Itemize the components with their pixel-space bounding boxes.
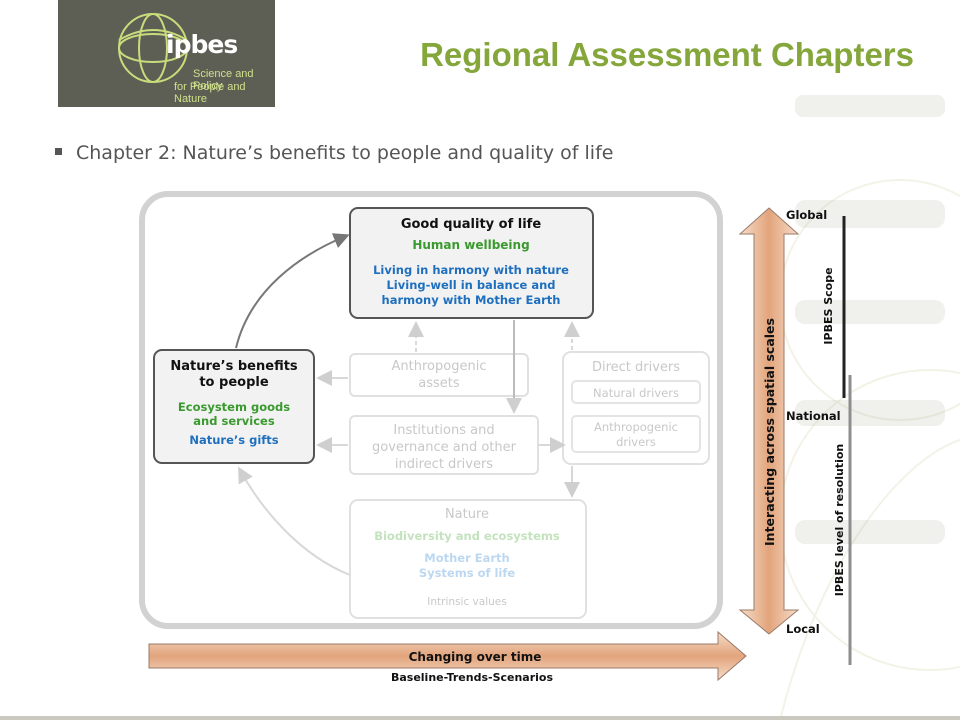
box-title: to people [199, 375, 268, 390]
logo-tagline: Science and Policy [193, 68, 254, 92]
box-line: and services [193, 414, 275, 428]
box-title: Good quality of life [401, 217, 542, 232]
natures-benefits-box: Nature’s benefits to people Ecosystem go… [153, 349, 315, 464]
good-quality-of-life-box: Good quality of life Human wellbeing Liv… [349, 207, 594, 319]
box-line: Human wellbeing [412, 238, 529, 252]
nature-to-benefits-arrow [238, 466, 351, 576]
logo-tagline: for People and Nature [174, 81, 246, 105]
footer-divider [0, 716, 960, 720]
scale-national-label: National [786, 409, 841, 423]
anthropogenic-assets-box: Anthropogenic assets [349, 353, 529, 397]
scale-global-label: Global [786, 208, 827, 222]
box-line: Ecosystem goods [178, 400, 290, 414]
box-title: Direct drivers [592, 360, 680, 375]
direct-drivers-box: Direct drivers Natural drivers Anthropog… [562, 351, 710, 465]
spatial-scales-arrow: Interacting across spatial scales [738, 207, 800, 635]
box-line: Anthropogenic [392, 359, 487, 374]
box-line: Nature’s gifts [189, 433, 278, 447]
box-line: drivers [616, 435, 656, 449]
box-line: indirect drivers [395, 457, 493, 472]
box-line: governance and other [372, 440, 517, 455]
ipbes-logo: ipbes Science and Policy for People and … [58, 0, 275, 107]
logo-word: ipbes [166, 30, 238, 59]
ipbes-scope-label: IPBES Scope [822, 267, 835, 344]
bullet-marker-icon [55, 148, 62, 155]
box-line: Biodiversity and ecosystems [374, 529, 560, 543]
institutions-box: Institutions and governance and other in… [349, 415, 539, 475]
changing-over-time-arrow: Changing over time Baseline-Trends-Scena… [148, 630, 747, 684]
box-line: assets [418, 376, 460, 391]
bullet-text: Chapter 2: Nature’s benefits to people a… [76, 142, 614, 164]
box-line: Institutions and [393, 423, 494, 438]
box-title: Nature [445, 507, 489, 522]
bullet-item: Chapter 2: Nature’s benefits to people a… [55, 142, 613, 164]
nature-box: Nature Biodiversity and ecosystems Mothe… [349, 499, 587, 619]
box-line: Natural drivers [593, 386, 679, 400]
box-line: Living in harmony with nature [373, 263, 569, 277]
ipbes-resolution-label: IPBES level of resolution [833, 444, 846, 596]
box-line: Mother Earth [424, 551, 509, 565]
scale-local-label: Local [786, 622, 820, 636]
box-line: Living-well in balance and [386, 278, 555, 292]
time-arrow-label: Changing over time [409, 650, 542, 664]
time-arrow-sublabel: Baseline-Trends-Scenarios [391, 671, 554, 684]
spatial-arrow-label: Interacting across spatial scales [762, 318, 777, 546]
page-title: Regional Assessment Chapters [420, 36, 914, 73]
box-line: Systems of life [419, 566, 516, 580]
benefits-to-quality-arrow [235, 233, 350, 349]
box-line: Intrinsic values [427, 596, 506, 608]
box-line: harmony with Mother Earth [382, 293, 561, 307]
globe-logo-icon [118, 13, 188, 83]
box-line: Anthropogenic [594, 420, 678, 434]
box-title: Nature’s benefits [170, 359, 298, 374]
